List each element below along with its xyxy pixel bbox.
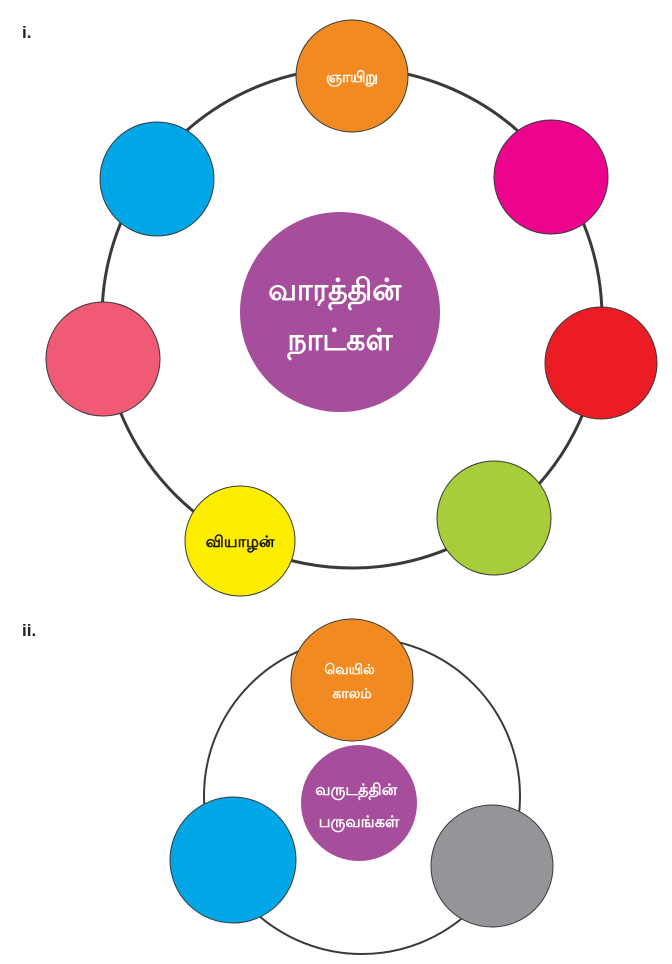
diagram-i-node-bottom-left	[184, 485, 296, 597]
diagram-ii-node-top-line-1: வெயில்	[324, 662, 375, 678]
diagram-ii-node-top-line-2: காலம்	[332, 686, 371, 702]
diagram-i-node-left	[45, 301, 161, 417]
diagram-i-node-top	[295, 19, 409, 133]
diagram-i-node-right	[544, 306, 658, 420]
diagram-ii-node-bottom-right	[430, 804, 554, 928]
diagram-ii-node-bottom-left	[169, 796, 297, 924]
diagram-i-node-bottom-left-line-1: வியாழன்	[206, 532, 275, 552]
diagram-i-node-lower-right	[436, 460, 552, 576]
diagram-ii-center-line-2: பருவங்கள்	[319, 812, 400, 832]
diagram-i-node-upper-left	[99, 121, 215, 237]
diagram-i-center-line-2: நாட்கள்	[286, 323, 393, 361]
diagram-i-node-top-line-1: ஞாயிறு	[326, 68, 378, 87]
diagram-i-center	[240, 212, 440, 412]
diagram-ii-center	[301, 745, 417, 861]
diagram-i: i. வாரத்தின் நாட்கள் ஞாயிறு வியாழன்	[22, 19, 658, 597]
diagram-i-center-label: வாரத்தின் நாட்கள்	[268, 273, 412, 361]
diagram-i-node-bottom-left-label: வியாழன்	[206, 532, 275, 552]
diagram-i-node-upper-right	[493, 119, 609, 235]
diagram-i-node-top-label: ஞாயிறு	[326, 68, 378, 87]
diagram-ii-node-top-label: வெயில் காலம்	[324, 662, 379, 702]
diagram-ii-center-line-1: வருடத்தின்	[315, 780, 397, 800]
diagram-ii-center-label: வருடத்தின் பருவங்கள்	[315, 780, 403, 832]
diagram-ii-node-top	[290, 618, 414, 742]
diagram-ii-label: ii.	[22, 621, 36, 640]
diagram-i-center-line-1: வாரத்தின்	[268, 273, 402, 311]
diagram-ii: ii. வருடத்தின் பருவங்கள் வெயில் காலம்	[22, 618, 554, 955]
diagram-i-label: i.	[22, 23, 31, 42]
